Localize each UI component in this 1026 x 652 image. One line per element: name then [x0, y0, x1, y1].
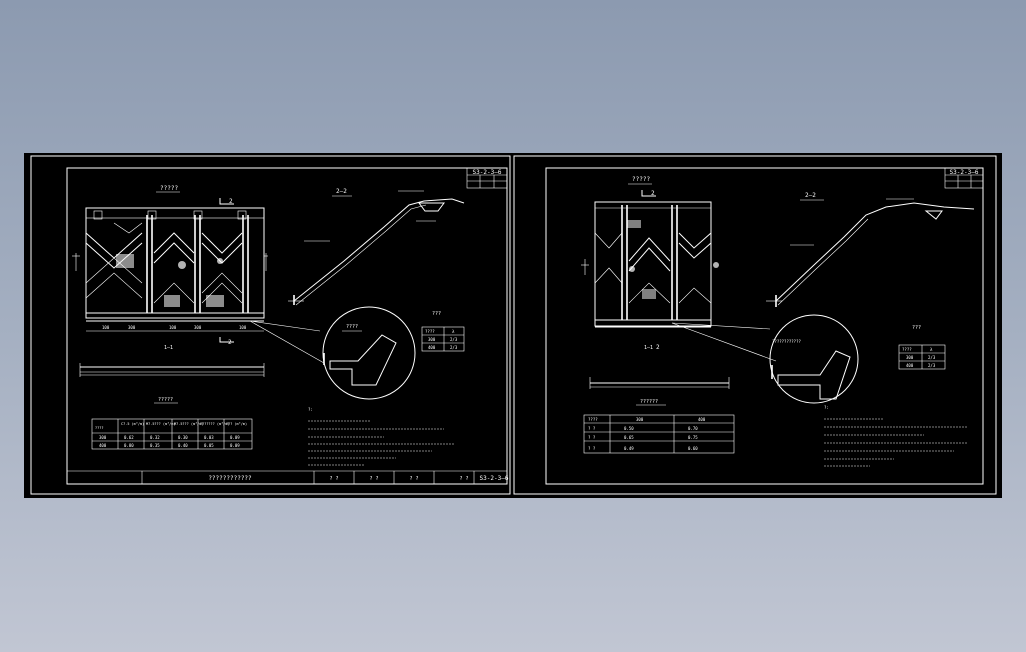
right-title-block: S3-2-3—6 — [944, 167, 984, 189]
left-footer-title: ???????????? — [208, 475, 252, 482]
svg-text:C7.5 (m³/m): C7.5 (m³/m) — [121, 422, 144, 426]
right-section-strip — [589, 377, 730, 389]
left-detail-callout: ???? — [249, 306, 416, 400]
left-quantity-table: ????? ???? C7.5 (m³/m) M7.5??? (m³/m) M7… — [91, 397, 253, 450]
svg-text:????: ???? — [425, 329, 435, 334]
svg-text:? ?: ? ? — [369, 476, 378, 482]
svg-text:400: 400 — [428, 345, 436, 350]
svg-text:300: 300 — [99, 435, 107, 440]
right-small-table: ??? ???? λ 300 2/3 400 2/3 — [898, 325, 946, 370]
svg-text:M7.5??? (m³/m): M7.5??? (m³/m) — [146, 422, 176, 426]
left-section-strip — [79, 363, 265, 377]
svg-text:λ: λ — [930, 347, 933, 352]
svg-text:1—1: 1—1 — [164, 345, 173, 351]
svg-text:0.03: 0.03 — [204, 435, 214, 440]
svg-text:0.30: 0.30 — [178, 435, 188, 440]
left-inner-frame — [66, 167, 508, 485]
left-section-title: 2—2 — [336, 188, 347, 195]
svg-text:300: 300 — [636, 417, 644, 422]
svg-text:? ?: ? ? — [409, 476, 418, 482]
svg-text:400: 400 — [99, 443, 107, 448]
svg-text:0.35: 0.35 — [150, 443, 160, 448]
svg-text:300: 300 — [906, 355, 914, 360]
svg-text:0.09: 0.09 — [230, 443, 240, 448]
svg-text:?:: ?: — [308, 407, 313, 412]
svg-text:? ?: ? ? — [588, 426, 596, 431]
left-section-mark-top: 2 — [229, 198, 233, 205]
svg-text:0.40: 0.40 — [178, 443, 188, 448]
left-notes: ?: — [308, 407, 454, 466]
right-quantity-table: ?????? ???? 300 400 ? ? 0.50 0.70 ? ? 0.… — [583, 399, 735, 454]
svg-text:400: 400 — [698, 417, 706, 422]
svg-text:??? (m³/m): ??? (m³/m) — [226, 422, 247, 426]
svg-text:????: ???? — [95, 426, 103, 430]
svg-text:300: 300 — [428, 337, 436, 342]
right-detail-callout: ???????????? — [671, 314, 859, 404]
svg-text:100: 100 — [102, 325, 110, 330]
right-sheet-code: S3-2-3—6 — [950, 169, 979, 176]
svg-text:M7.5??? (m³/m): M7.5??? (m³/m) — [174, 422, 204, 426]
svg-text:????: ???? — [902, 347, 912, 352]
right-notes: ?: — [824, 405, 968, 467]
svg-text:0.60: 0.60 — [688, 446, 698, 451]
svg-text:100: 100 — [239, 325, 247, 330]
right-sheet-border — [513, 155, 997, 495]
svg-text:0.50: 0.50 — [624, 426, 634, 431]
left-sheet: S3-2-3—6 ????? 2 — [66, 167, 509, 485]
cad-viewport[interactable]: S3-2-3—6 ????? 2 — [24, 153, 1002, 498]
left-slope-section — [288, 190, 465, 306]
right-sheet: S3-2-3—6 ????? 2 — [545, 167, 984, 485]
svg-text:???: ??? — [912, 325, 921, 331]
svg-text:?????: ????? — [158, 397, 173, 403]
left-detail-title: ???? — [346, 324, 358, 330]
svg-text:? ?: ? ? — [588, 435, 596, 440]
svg-text:???: ??? — [432, 311, 441, 317]
svg-text:? ?: ? ? — [459, 476, 468, 482]
left-footer: ???????????? ? ? ? ? ? ? ? ? S3-2-3—6 — [67, 470, 509, 484]
svg-text:300: 300 — [128, 325, 136, 330]
left-small-table: ??? ???? λ 300 2/3 400 2/3 — [421, 311, 465, 352]
left-sheet-border — [30, 155, 511, 495]
svg-text:?:: ?: — [824, 405, 829, 410]
right-wall-elevation — [581, 201, 719, 328]
svg-text:2/3: 2/3 — [450, 337, 458, 342]
svg-text:2/3: 2/3 — [450, 345, 458, 350]
left-wall-elevation — [72, 207, 268, 322]
svg-text:0.09: 0.09 — [230, 435, 240, 440]
right-slope-section — [766, 198, 975, 307]
svg-text:??????? (m³/m): ??????? (m³/m) — [200, 422, 230, 426]
svg-text:2/3: 2/3 — [928, 363, 936, 368]
right-plan-title: ????? — [632, 176, 650, 183]
left-sheet-code: S3-2-3—6 — [473, 169, 502, 176]
svg-text:300: 300 — [194, 325, 202, 330]
svg-text:400: 400 — [906, 363, 914, 368]
svg-text:0.75: 0.75 — [688, 435, 698, 440]
svg-text:0.62: 0.62 — [124, 435, 134, 440]
svg-text:2: 2 — [656, 344, 660, 351]
svg-text:? ?: ? ? — [329, 476, 338, 482]
svg-text:? ?: ? ? — [588, 446, 596, 451]
svg-text:2/3: 2/3 — [928, 355, 936, 360]
svg-text:??????: ?????? — [640, 399, 658, 405]
left-dimension-line: 100 300 100 300 100 1—1 2 — [86, 325, 264, 351]
svg-text:1—1: 1—1 — [644, 345, 653, 351]
svg-text:0.65: 0.65 — [624, 435, 634, 440]
svg-text:0.49: 0.49 — [624, 446, 634, 451]
left-title-block: S3-2-3—6 — [466, 167, 508, 189]
right-section-title: 2—2 — [805, 192, 816, 199]
svg-text:0.05: 0.05 — [204, 443, 214, 448]
left-plan-title: ????? — [160, 185, 178, 192]
svg-text:2: 2 — [651, 190, 655, 197]
cad-drawing-canvas: S3-2-3—6 ????? 2 — [30, 155, 997, 495]
left-footer-sheet-code: S3-2-3—6 — [480, 475, 509, 482]
svg-text:0.80: 0.80 — [124, 443, 134, 448]
right-inner-frame — [545, 167, 984, 485]
right-detail-title: ???????????? — [772, 339, 801, 344]
svg-text:0.70: 0.70 — [688, 426, 698, 431]
svg-text:????: ???? — [588, 417, 598, 422]
svg-text:100: 100 — [169, 325, 177, 330]
svg-text:0.32: 0.32 — [150, 435, 160, 440]
svg-text:λ: λ — [452, 329, 455, 334]
